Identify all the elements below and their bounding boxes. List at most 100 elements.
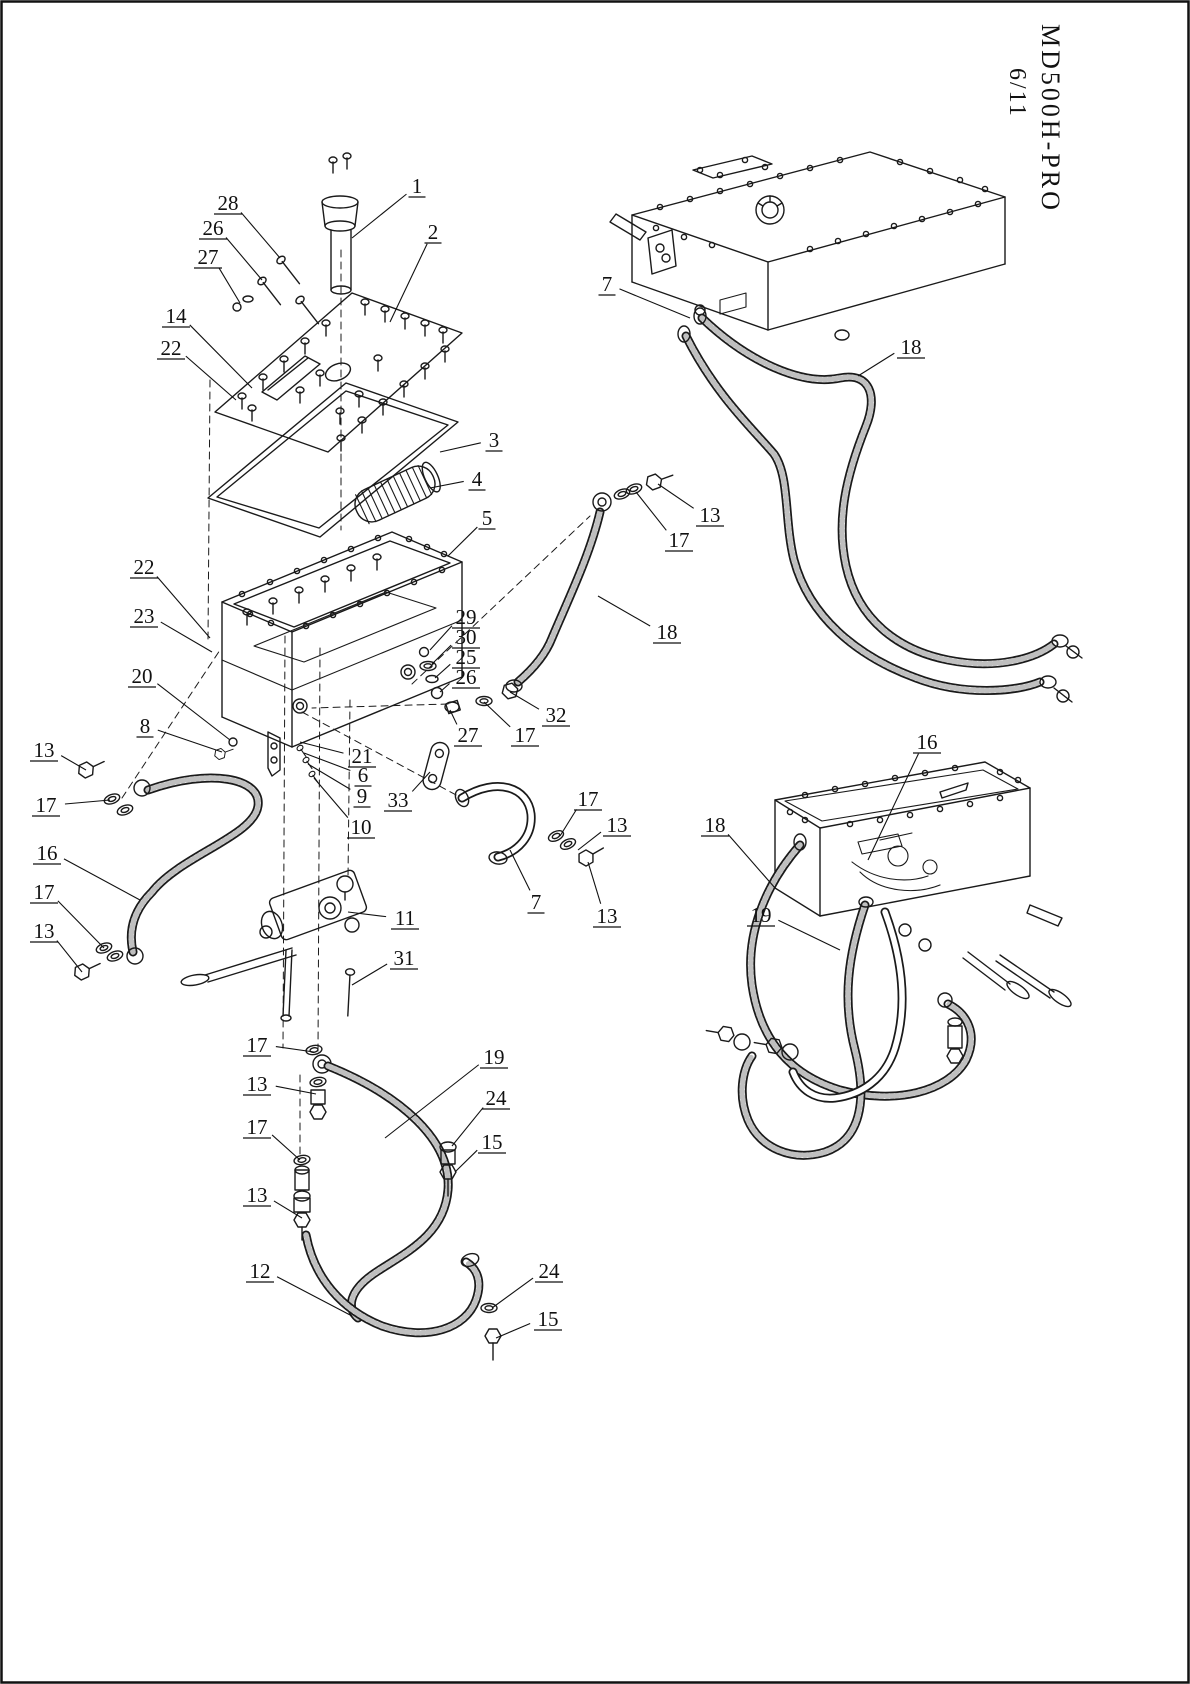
callout-label-13: 13 xyxy=(700,503,721,527)
part-bracket-screws xyxy=(267,731,322,785)
part-fitting-cluster-32 xyxy=(444,682,519,715)
callout-leader-16 xyxy=(867,753,919,861)
callout-leader-12 xyxy=(276,1276,353,1317)
breather-cap xyxy=(755,195,785,225)
callout-leader-5 xyxy=(447,526,478,557)
callout-leader-28 xyxy=(240,212,281,259)
part-bolt-31 xyxy=(344,968,356,1017)
callout-label-7: 7 xyxy=(531,890,542,914)
callout-leader-19 xyxy=(778,919,841,951)
callout-label-22: 22 xyxy=(134,555,155,579)
callout-label-4: 4 xyxy=(472,467,483,491)
cover-plate-screws xyxy=(237,298,450,452)
callout-label-19: 19 xyxy=(751,903,772,927)
callout-label-13: 13 xyxy=(597,904,618,928)
tank2-fittings xyxy=(898,923,964,1064)
callout-label-1: 1 xyxy=(412,174,423,198)
callout-leader-13 xyxy=(587,861,602,904)
callout-label-16: 16 xyxy=(917,730,938,754)
drain-plug xyxy=(228,737,238,747)
callout-leader-13 xyxy=(273,1200,303,1219)
callout-label-7: 7 xyxy=(602,272,613,296)
callout-leader-33 xyxy=(411,771,431,792)
callout-label-5: 5 xyxy=(482,506,493,530)
callout-leader-10 xyxy=(313,777,349,818)
callout-leader-13 xyxy=(657,483,694,509)
part-filler-cap xyxy=(321,152,359,295)
callout-leader-13 xyxy=(275,1085,317,1095)
callout-leader-16 xyxy=(63,858,141,901)
tank2-internals xyxy=(851,832,941,892)
callout-label-24: 24 xyxy=(486,1086,508,1110)
callout-label-26: 26 xyxy=(456,665,477,689)
callout-leader-1 xyxy=(351,193,407,239)
part-bolt-8 xyxy=(212,744,236,762)
callout-leader-26 xyxy=(225,237,263,281)
callout-leader-19 xyxy=(384,1064,480,1139)
main-exploded-view xyxy=(71,152,676,1361)
callout-label-16: 16 xyxy=(37,841,58,865)
callout-leader-24 xyxy=(491,1277,534,1309)
callout-label-2: 2 xyxy=(428,220,439,244)
part-drain-valve-24-15 xyxy=(439,1141,457,1197)
part-hose-19 xyxy=(328,1066,448,1318)
callout-label-8: 8 xyxy=(140,714,151,738)
lever-spike xyxy=(609,213,647,241)
callout-label-17: 17 xyxy=(34,880,55,904)
callout-leader-17 xyxy=(635,491,667,531)
callout-leader-27 xyxy=(449,709,458,725)
callout-label-17: 17 xyxy=(247,1115,268,1139)
callout-label-25: 25 xyxy=(456,645,477,669)
callout-label-9: 9 xyxy=(357,784,368,808)
callout-label-14: 14 xyxy=(166,304,188,328)
callout-label-19: 19 xyxy=(484,1045,505,1069)
callout-label-17: 17 xyxy=(578,787,599,811)
callout-leader-18 xyxy=(857,352,895,377)
callout-leader-15 xyxy=(495,1322,531,1339)
callout-leader-13 xyxy=(577,831,602,851)
callout-label-28: 28 xyxy=(218,191,239,215)
callout-label-15: 15 xyxy=(538,1307,559,1331)
part-link-plate xyxy=(422,741,450,791)
callout-label-11: 11 xyxy=(395,906,415,930)
callout-label-27: 27 xyxy=(198,245,219,269)
part-small-fittings-right xyxy=(418,646,444,700)
callout-leader-29 xyxy=(429,625,453,651)
callout-leader-13 xyxy=(56,940,83,973)
callout-label-6: 6 xyxy=(358,763,369,787)
callout-leader-17 xyxy=(483,701,511,728)
callout-label-33: 33 xyxy=(388,788,409,812)
callout-label-18: 18 xyxy=(705,813,726,837)
callout-leader-32 xyxy=(509,691,540,710)
callout-label-32: 32 xyxy=(546,703,567,727)
callout-label-13: 13 xyxy=(34,919,55,943)
callout-label-10: 10 xyxy=(351,815,372,839)
callout-label-17: 17 xyxy=(515,723,536,747)
callout-leader-17 xyxy=(57,900,105,949)
part-control-valve xyxy=(180,869,368,1022)
tank-top-bolts xyxy=(652,156,989,253)
callout-label-17: 17 xyxy=(36,793,57,817)
callout-label-29: 29 xyxy=(456,605,477,629)
callout-leader-6 xyxy=(303,752,351,771)
part-bottom-washer-bolt xyxy=(480,1302,502,1361)
part-filter-element xyxy=(354,461,441,525)
callout-leader-31 xyxy=(351,963,388,986)
callout-label-13: 13 xyxy=(247,1183,268,1207)
callout-leader-25 xyxy=(434,663,451,679)
side-bracket xyxy=(647,229,677,275)
callout-leader-22 xyxy=(185,355,237,401)
callout-label-13: 13 xyxy=(34,738,55,762)
callout-label-30: 30 xyxy=(456,625,477,649)
callout-label-18: 18 xyxy=(901,335,922,359)
part-gasket xyxy=(207,382,459,538)
callout-leader-17 xyxy=(559,809,578,837)
lever-spike-3 xyxy=(1026,904,1063,927)
part-lower-fittings xyxy=(292,1043,332,1241)
part-hose-middle-18 xyxy=(505,467,676,693)
callout-label-17: 17 xyxy=(247,1033,268,1057)
top-plate xyxy=(692,155,773,179)
